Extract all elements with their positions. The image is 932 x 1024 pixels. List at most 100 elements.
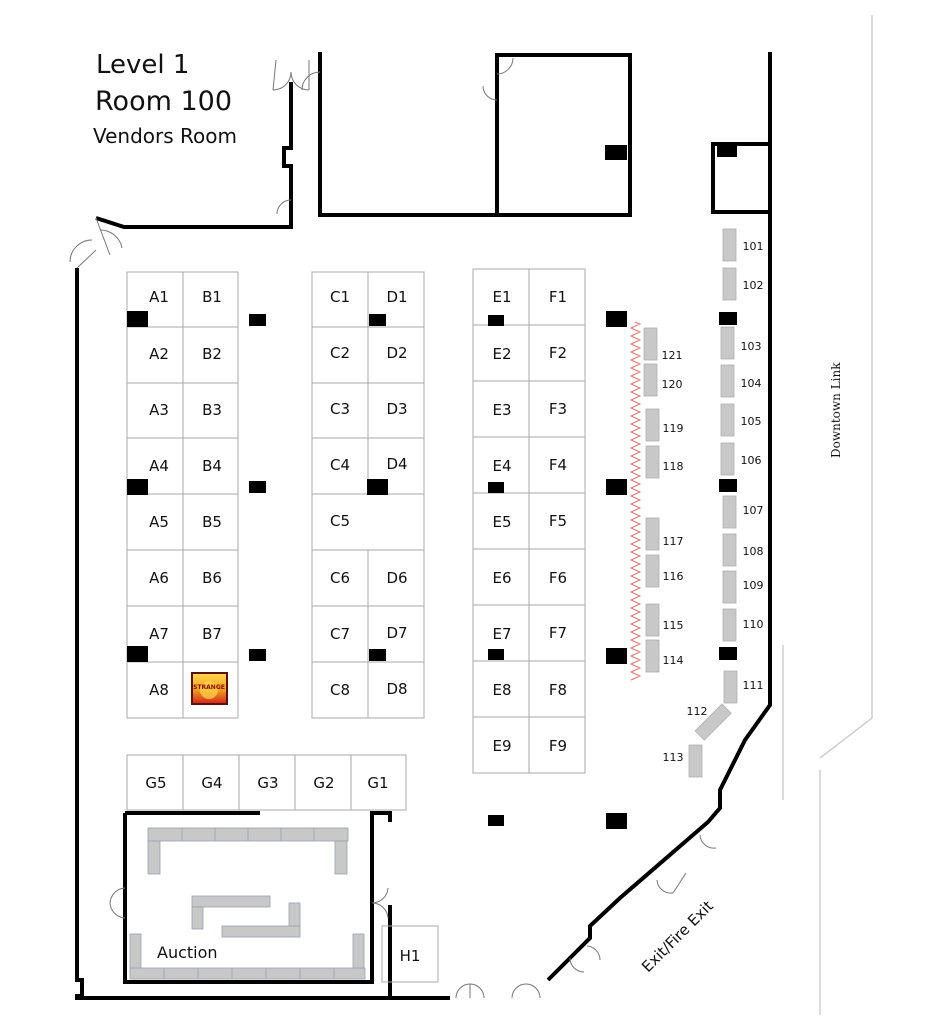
booth-d4[interactable]: D4: [386, 455, 407, 473]
table-label-105: 105: [741, 415, 762, 428]
booth-d8[interactable]: D8: [386, 680, 407, 698]
table-label-104: 104: [741, 377, 762, 390]
table-101[interactable]: [722, 228, 737, 262]
booth-a4[interactable]: A4: [149, 457, 169, 475]
pillar: [719, 647, 737, 660]
booth-d2[interactable]: D2: [386, 344, 407, 362]
booth-b3[interactable]: B3: [202, 401, 222, 419]
booth-e6[interactable]: E6: [492, 569, 511, 587]
table-107[interactable]: [722, 495, 737, 529]
table-114[interactable]: [645, 639, 660, 673]
booth-d3[interactable]: D3: [386, 400, 407, 418]
booth-c6[interactable]: C6: [330, 569, 350, 587]
street-label: Downtown Link: [829, 362, 843, 458]
table-label-106: 106: [741, 454, 762, 467]
table-103[interactable]: [720, 326, 735, 360]
table-102[interactable]: [722, 267, 737, 301]
table-110[interactable]: [722, 608, 737, 642]
table-112[interactable]: [694, 703, 732, 741]
booth-e2[interactable]: E2: [492, 345, 511, 363]
table-119[interactable]: [645, 408, 660, 442]
table-117[interactable]: [645, 517, 660, 551]
table-113[interactable]: [688, 744, 703, 778]
table-105[interactable]: [720, 403, 735, 437]
table-label-117: 117: [663, 535, 684, 548]
booth-a3[interactable]: A3: [149, 401, 169, 419]
table-108[interactable]: [722, 533, 737, 567]
booth-a2[interactable]: A2: [149, 345, 169, 363]
booth-a7[interactable]: A7: [149, 625, 169, 643]
table-115[interactable]: [645, 603, 660, 637]
table-118[interactable]: [645, 445, 660, 479]
pillar: [488, 482, 504, 493]
booth-c2[interactable]: C2: [330, 344, 350, 362]
booth-c8[interactable]: C8: [330, 681, 350, 699]
booth-b1[interactable]: B1: [202, 288, 222, 306]
exit-label: Exit/Fire Exit: [638, 897, 717, 976]
booth-f8[interactable]: F8: [549, 681, 567, 699]
table-labels: 1011021031041051061071081091101111121131…: [662, 240, 764, 764]
pillar: [606, 648, 627, 664]
table-109[interactable]: [722, 570, 737, 604]
booth-a6[interactable]: A6: [149, 569, 169, 587]
table-label-102: 102: [743, 279, 764, 292]
booth-c7[interactable]: C7: [330, 625, 350, 643]
level-title: Level 1: [96, 50, 190, 80]
table-106[interactable]: [720, 442, 735, 476]
table-104[interactable]: [720, 364, 735, 398]
booth-e4[interactable]: E4: [492, 457, 511, 475]
booth-a5[interactable]: A5: [149, 513, 169, 531]
table-label-121: 121: [662, 349, 683, 362]
pillar: [249, 481, 266, 493]
booth-c3[interactable]: C3: [330, 400, 350, 418]
booth-e7[interactable]: E7: [492, 625, 511, 643]
booth-e3[interactable]: E3: [492, 401, 511, 419]
booth-c5[interactable]: C5: [330, 512, 350, 530]
booth-b5[interactable]: B5: [202, 513, 222, 531]
booth-c1[interactable]: C1: [330, 288, 350, 306]
pillar: [127, 479, 148, 495]
booth-f5[interactable]: F5: [549, 512, 567, 530]
table-121[interactable]: [643, 327, 658, 361]
booth-d7[interactable]: D7: [386, 624, 407, 642]
booth-g1[interactable]: G1: [367, 774, 388, 792]
booth-e8[interactable]: E8: [492, 681, 511, 699]
room-title: Room 100: [95, 86, 233, 117]
table-label-110: 110: [743, 618, 764, 631]
booth-e9[interactable]: E9: [492, 737, 511, 755]
booth-f9[interactable]: F9: [549, 737, 567, 755]
booth-h1[interactable]: H1: [400, 947, 421, 965]
booth-b4[interactable]: B4: [202, 457, 222, 475]
booth-d1[interactable]: D1: [386, 288, 407, 306]
booth-d6[interactable]: D6: [386, 569, 407, 587]
booth-f2[interactable]: F2: [549, 344, 567, 362]
table-120[interactable]: [643, 363, 658, 397]
booth-b6[interactable]: B6: [202, 569, 222, 587]
pillar: [367, 479, 388, 495]
table-label-119: 119: [663, 422, 684, 435]
booth-f1[interactable]: F1: [549, 288, 567, 306]
pillar: [127, 311, 148, 327]
table-label-112: 112: [687, 705, 708, 718]
street-lines: [782, 15, 873, 1015]
booth-g3[interactable]: G3: [257, 774, 278, 792]
booth-f6[interactable]: F6: [549, 569, 567, 587]
pillars: [127, 143, 737, 829]
booth-c4[interactable]: C4: [330, 456, 350, 474]
table-111[interactable]: [723, 670, 738, 704]
table-label-120: 120: [662, 378, 683, 391]
booth-e5[interactable]: E5: [492, 513, 511, 531]
booth-f3[interactable]: F3: [549, 400, 567, 418]
booth-b7[interactable]: B7: [202, 625, 222, 643]
booth-e1[interactable]: E1: [492, 288, 511, 306]
booth-g5[interactable]: G5: [145, 774, 166, 792]
booth-g4[interactable]: G4: [201, 774, 222, 792]
booth-f7[interactable]: F7: [549, 624, 567, 642]
table-116[interactable]: [645, 554, 660, 588]
booth-f4[interactable]: F4: [549, 456, 567, 474]
booth-g2[interactable]: G2: [313, 774, 334, 792]
booth-a8[interactable]: A8: [149, 681, 169, 699]
booth-a1[interactable]: A1: [149, 288, 169, 306]
booth-b2[interactable]: B2: [202, 345, 222, 363]
